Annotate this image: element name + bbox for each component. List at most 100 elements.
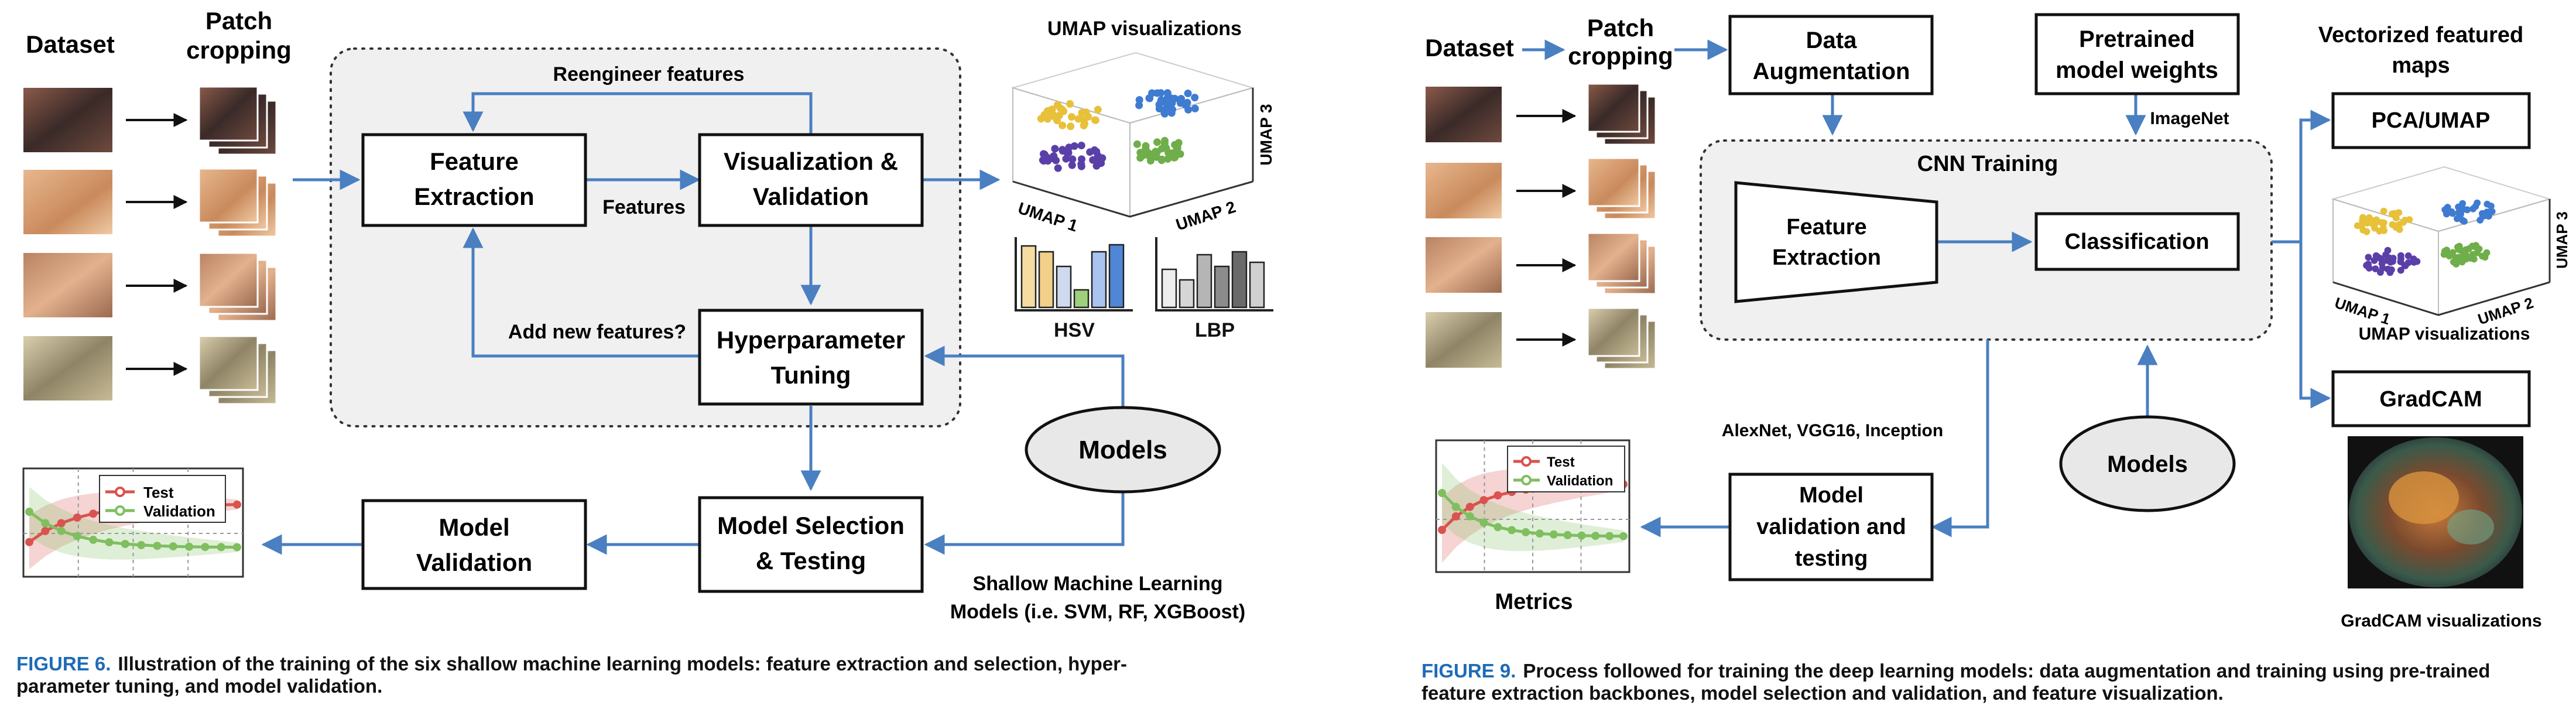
- patch-label-line2: cropping: [1568, 42, 1673, 70]
- patch-stacks: [1587, 83, 1657, 370]
- validation-series-point: [153, 542, 162, 550]
- test-series-point: [57, 519, 66, 528]
- svg-text:Model: Model: [439, 514, 509, 541]
- dataset-label: Dataset: [1425, 34, 1514, 61]
- figure-6: Dataset Patch cropping: [22, 7, 1275, 623]
- test-series-point: [1465, 502, 1474, 511]
- feature-extraction-box: Feature Extraction: [361, 133, 587, 227]
- cnn-feature-extraction-trapezoid: Feature Extraction: [1734, 181, 1938, 303]
- svg-text:Test: Test: [1547, 454, 1575, 470]
- scatter-point: [1094, 105, 1102, 114]
- scatter-point: [2404, 252, 2412, 259]
- validation-series-point: [1493, 523, 1502, 532]
- scatter-point: [1150, 150, 1159, 159]
- svg-text:Models: Models: [1078, 436, 1167, 464]
- svg-text:Feature: Feature: [1786, 215, 1866, 239]
- test-series-point: [1479, 496, 1488, 505]
- confidence-band: [29, 487, 237, 560]
- scatter-point: [2457, 247, 2465, 254]
- svg-text:Model Selection: Model Selection: [717, 512, 905, 539]
- shallow-models-line1: Shallow Machine Learning: [973, 573, 1223, 595]
- patch-label-line2: cropping: [186, 36, 292, 64]
- dataset-image: [23, 336, 112, 400]
- validation-series-point: [57, 526, 66, 535]
- dataset-images: [23, 88, 112, 400]
- scatter-point: [2445, 252, 2453, 260]
- svg-text:Pretrained: Pretrained: [2079, 26, 2195, 52]
- visualization-validation-box: Visualization & Validation: [698, 133, 924, 227]
- validation-series-point: [1535, 529, 1544, 538]
- backbones-label: AlexNet, VGG16, Inception: [1722, 421, 1943, 440]
- umap-3d-plot: UMAP 1 UMAP 2 UMAP 3: [1010, 52, 1275, 235]
- scatter-point: [1133, 140, 1141, 148]
- scatter-point: [2383, 256, 2390, 264]
- dataset-image: [1426, 312, 1502, 368]
- metrics-legend: Test Validation: [1507, 446, 1625, 492]
- figure-6-caption-label: FIGURE 6.: [16, 653, 111, 675]
- scatter-point: [1037, 115, 1045, 123]
- svg-text:Validation: Validation: [1547, 473, 1613, 489]
- scatter-point: [1054, 164, 1062, 172]
- umap-3d-plot: UMAP 1 UMAP 2 UMAP 3: [2331, 166, 2571, 328]
- scatter-point: [1191, 94, 1199, 102]
- scatter-point: [1082, 108, 1090, 117]
- scatter-point: [2389, 258, 2396, 265]
- scatter-point: [1184, 90, 1192, 97]
- features-label: Features: [602, 196, 686, 218]
- svg-text:UMAP 2: UMAP 2: [1174, 198, 1238, 234]
- svg-text:model weights: model weights: [2056, 57, 2218, 83]
- svg-text:UMAP 1: UMAP 1: [1016, 198, 1080, 235]
- validation-series-point: [1619, 532, 1628, 540]
- scatter-point: [1077, 142, 1085, 149]
- model-validation-box: Model Validation: [361, 499, 587, 590]
- svg-text:Tuning: Tuning: [771, 361, 851, 389]
- validation-series-point: [1508, 526, 1516, 535]
- svg-text:Data: Data: [1806, 28, 1857, 53]
- scatter-point: [2488, 208, 2496, 215]
- scatter-point: [2400, 218, 2407, 226]
- scatter-point: [2365, 265, 2373, 272]
- add-features-label: Add new features?: [508, 321, 686, 343]
- validation-series-point: [1605, 532, 1614, 540]
- scatter-point: [2365, 254, 2372, 261]
- hyperparameter-tuning-box: Hyperparameter Tuning: [698, 309, 924, 406]
- vectorized-label-line2: maps: [2392, 53, 2450, 78]
- svg-text:UMAP 1: UMAP 1: [2332, 294, 2392, 328]
- confidence-band: [1442, 463, 1623, 552]
- scatter-point: [1068, 155, 1077, 163]
- scatter-point: [1135, 96, 1143, 104]
- patch-label-line1: Patch: [1587, 14, 1654, 42]
- dataset-image: [23, 253, 112, 317]
- patch-stacks: [198, 85, 278, 405]
- validation-series-point: [73, 532, 81, 540]
- scatter-point: [1181, 101, 1190, 109]
- scatter-point: [2476, 217, 2484, 224]
- scatter-point: [1094, 152, 1102, 160]
- validation-series-point: [105, 538, 114, 547]
- scatter-point: [1136, 154, 1145, 162]
- validation-series-point: [25, 508, 33, 516]
- svg-text:GradCAM: GradCAM: [2379, 387, 2482, 412]
- scatter-point: [2377, 269, 2384, 276]
- scatter-point: [1077, 162, 1085, 170]
- model-selection-box: Model Selection & Testing: [698, 496, 924, 593]
- scatter-point: [1068, 113, 1075, 121]
- scatter-point: [2441, 248, 2448, 255]
- svg-text:validation and: validation and: [1756, 515, 1906, 539]
- scatter-point: [1059, 121, 1067, 129]
- data-augmentation-box: Data Augmentation: [1728, 15, 1934, 95]
- scatter-point: [1136, 149, 1145, 157]
- figure-6-caption-text: Illustration of the training of the six …: [16, 653, 1128, 697]
- scatter-point: [1044, 113, 1052, 121]
- scatter-point: [2380, 219, 2387, 227]
- svg-text:testing: testing: [1795, 546, 1868, 571]
- scatter-point: [1074, 115, 1083, 123]
- shallow-models-line2: Models (i.e. SVM, RF, XGBoost): [950, 601, 1245, 623]
- classification-box: Classification: [2034, 212, 2240, 271]
- svg-text:Extraction: Extraction: [414, 183, 534, 210]
- scatter-point: [1064, 149, 1073, 157]
- scatter-point: [2393, 222, 2400, 230]
- dataset-image: [23, 88, 112, 152]
- validation-series-point: [201, 543, 210, 552]
- scatter-point: [1164, 98, 1173, 107]
